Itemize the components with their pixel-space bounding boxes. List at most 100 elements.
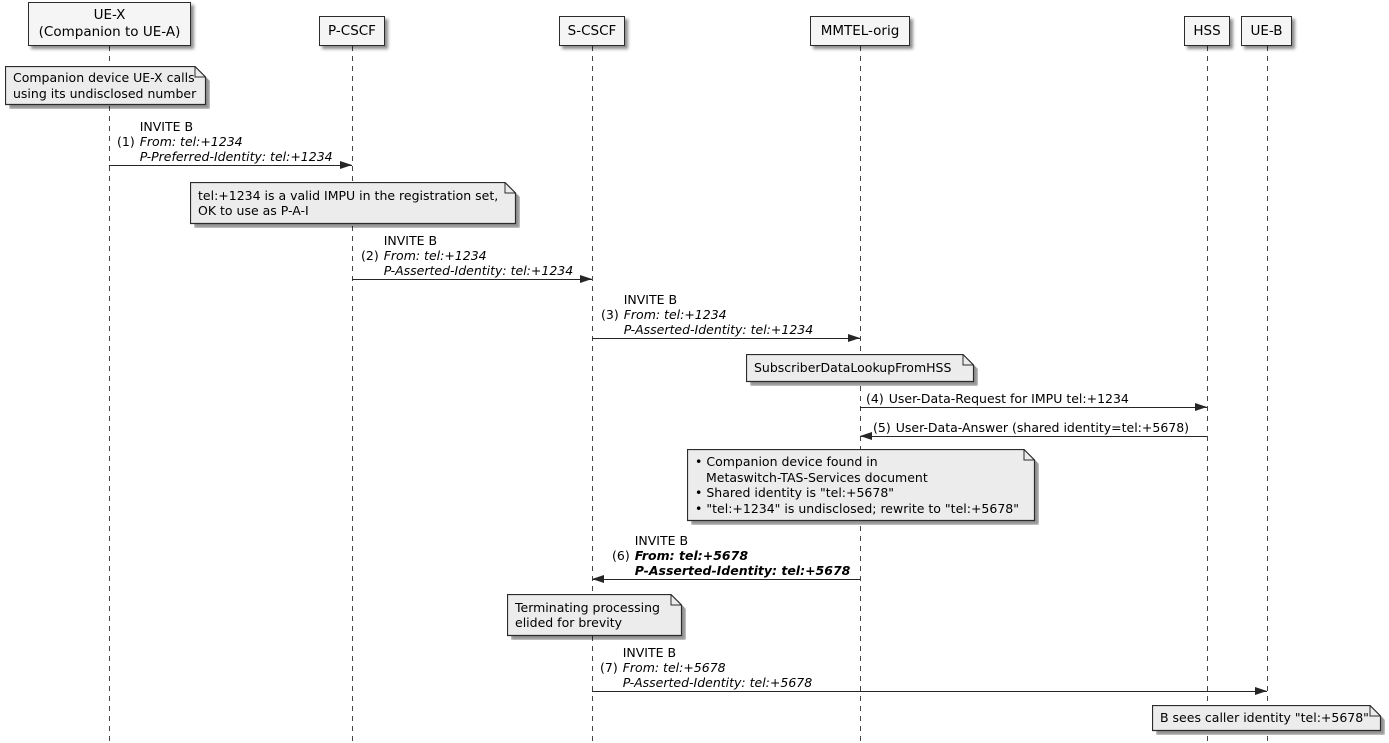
note-fold-icon [1023,449,1035,461]
note-line-text: Companion device UE-X calls [13,70,195,85]
arrowhead-icon [580,275,592,283]
arrowhead-icon [1255,687,1267,695]
lifeline-ue-b [1267,46,1268,743]
message-label: (4) User-Data-Request for IMPU tel:+1234 [866,391,1129,406]
message-arrow [592,691,1267,692]
message-text: P-Asserted-Identity: tel:+5678 [622,675,813,690]
lifeline-ue-x [109,46,110,743]
message-text: User-Data-Request for IMPU tel:+1234 [888,391,1129,406]
message-number: (2) [361,248,379,263]
arrowhead-icon [1195,403,1207,411]
note-shape [746,354,975,383]
note-line-text: Shared identity is "tel:+5678" [706,485,895,500]
arrowhead-icon [592,575,604,583]
note-line: Companion device UE-X calls [13,70,195,86]
participant-ue-x: UE-X(Companion to UE-A) [28,2,191,46]
note-line: SubscriberDataLookupFromHSS [754,360,962,376]
message-arrow [352,279,592,280]
note-line: elided for brevity [515,615,670,631]
note-line: Terminating processing [515,600,670,616]
note-line: tel:+1234 is a valid IMPU in the registr… [198,188,504,204]
message-text: INVITE B [623,292,678,307]
message-number: (7) [600,660,618,675]
note-line-text: Companion device found in [706,454,878,469]
note-line: •Shared identity is "tel:+5678" [695,485,1023,501]
note-line: •"tel:+1234" is undisclosed; rewrite to … [695,501,1023,517]
message-text: P-Asserted-Identity: tel:+5678 [634,563,851,578]
arrowhead-icon [340,161,352,169]
participant-label: HSS [1193,22,1221,39]
message-arrow [592,579,860,580]
bullet-icon: • [695,500,703,516]
message-number: (1) [117,134,135,149]
message-text: From: tel:+5678 [634,548,749,563]
participant-label: UE-X [93,7,126,23]
message-text: INVITE B [383,233,438,248]
participant-hss: HSS [1184,16,1230,46]
message-arrow [109,165,352,166]
message-text: From: tel:+1234 [139,134,243,149]
note-line-text: elided for brevity [515,615,622,630]
note-line: OK to use as P-A-I [198,203,504,219]
message-text: P-Preferred-Identity: tel:+1234 [139,149,333,164]
participant-s-cscf: S-CSCF [559,16,625,46]
lifeline-hss [1207,46,1208,743]
bullet-icon: • [695,454,703,469]
note-line-text: SubscriberDataLookupFromHSS [754,360,952,376]
message-label: (5)User-Data-Answer (shared identity=tel… [873,420,1189,435]
note-line: Metaswitch-TAS-Services document [695,470,1023,486]
message-text: From: tel:+5678 [622,660,726,675]
message-number: (6) [612,548,630,563]
message-text: P-Asserted-Identity: tel:+1234 [383,263,574,278]
note-shape [687,449,1036,522]
note-fold-icon [962,354,974,366]
note-line: B sees caller identity "tel:+5678" [1160,710,1369,726]
note-subscriber-lookup: SubscriberDataLookupFromHSS [746,354,978,386]
note-line-text: Metaswitch-TAS-Services document [706,469,928,485]
note-line-text: tel:+1234 is a valid IMPU in the registr… [198,187,499,203]
participant-label: MMTEL-orig [820,22,900,39]
participant-label: UE-B [1250,22,1283,39]
note-line-text: B sees caller identity "tel:+5678" [1160,710,1369,726]
note-shape [507,594,683,637]
note-fold-icon [504,182,516,194]
arrowhead-icon [860,432,872,440]
note-line: using its undisclosed number [13,86,196,102]
message-arrow [860,407,1207,408]
participant-mmtel-orig: MMTEL-orig [810,16,910,46]
message-text: P-Asserted-Identity: tel:+1234 [623,322,814,337]
note-fold-icon [1369,705,1381,717]
participant-label: S-CSCF [567,22,617,39]
note-valid-impu: tel:+1234 is a valid IMPU in the registr… [190,182,520,228]
participant-ue-b: UE-B [1241,16,1292,46]
message-text: INVITE B [139,119,194,134]
message-arrow [592,338,860,339]
note-line: •Companion device found in [695,454,1023,470]
lifeline-p-cscf [352,46,353,743]
participant-p-cscf: P-CSCF [319,16,385,46]
participant-label: P-CSCF [328,22,376,39]
message-number: (4) [866,391,884,406]
lifeline-s-cscf [592,46,593,743]
message-text: From: tel:+1234 [623,307,727,322]
note-shape [1152,705,1382,732]
note-line-text: Terminating processing [515,599,660,615]
message-text: INVITE B [634,533,689,548]
participant-label: (Companion to UE-A) [38,24,181,40]
note-line-text: "tel:+1234" is undisclosed; rewrite to "… [706,500,1019,516]
